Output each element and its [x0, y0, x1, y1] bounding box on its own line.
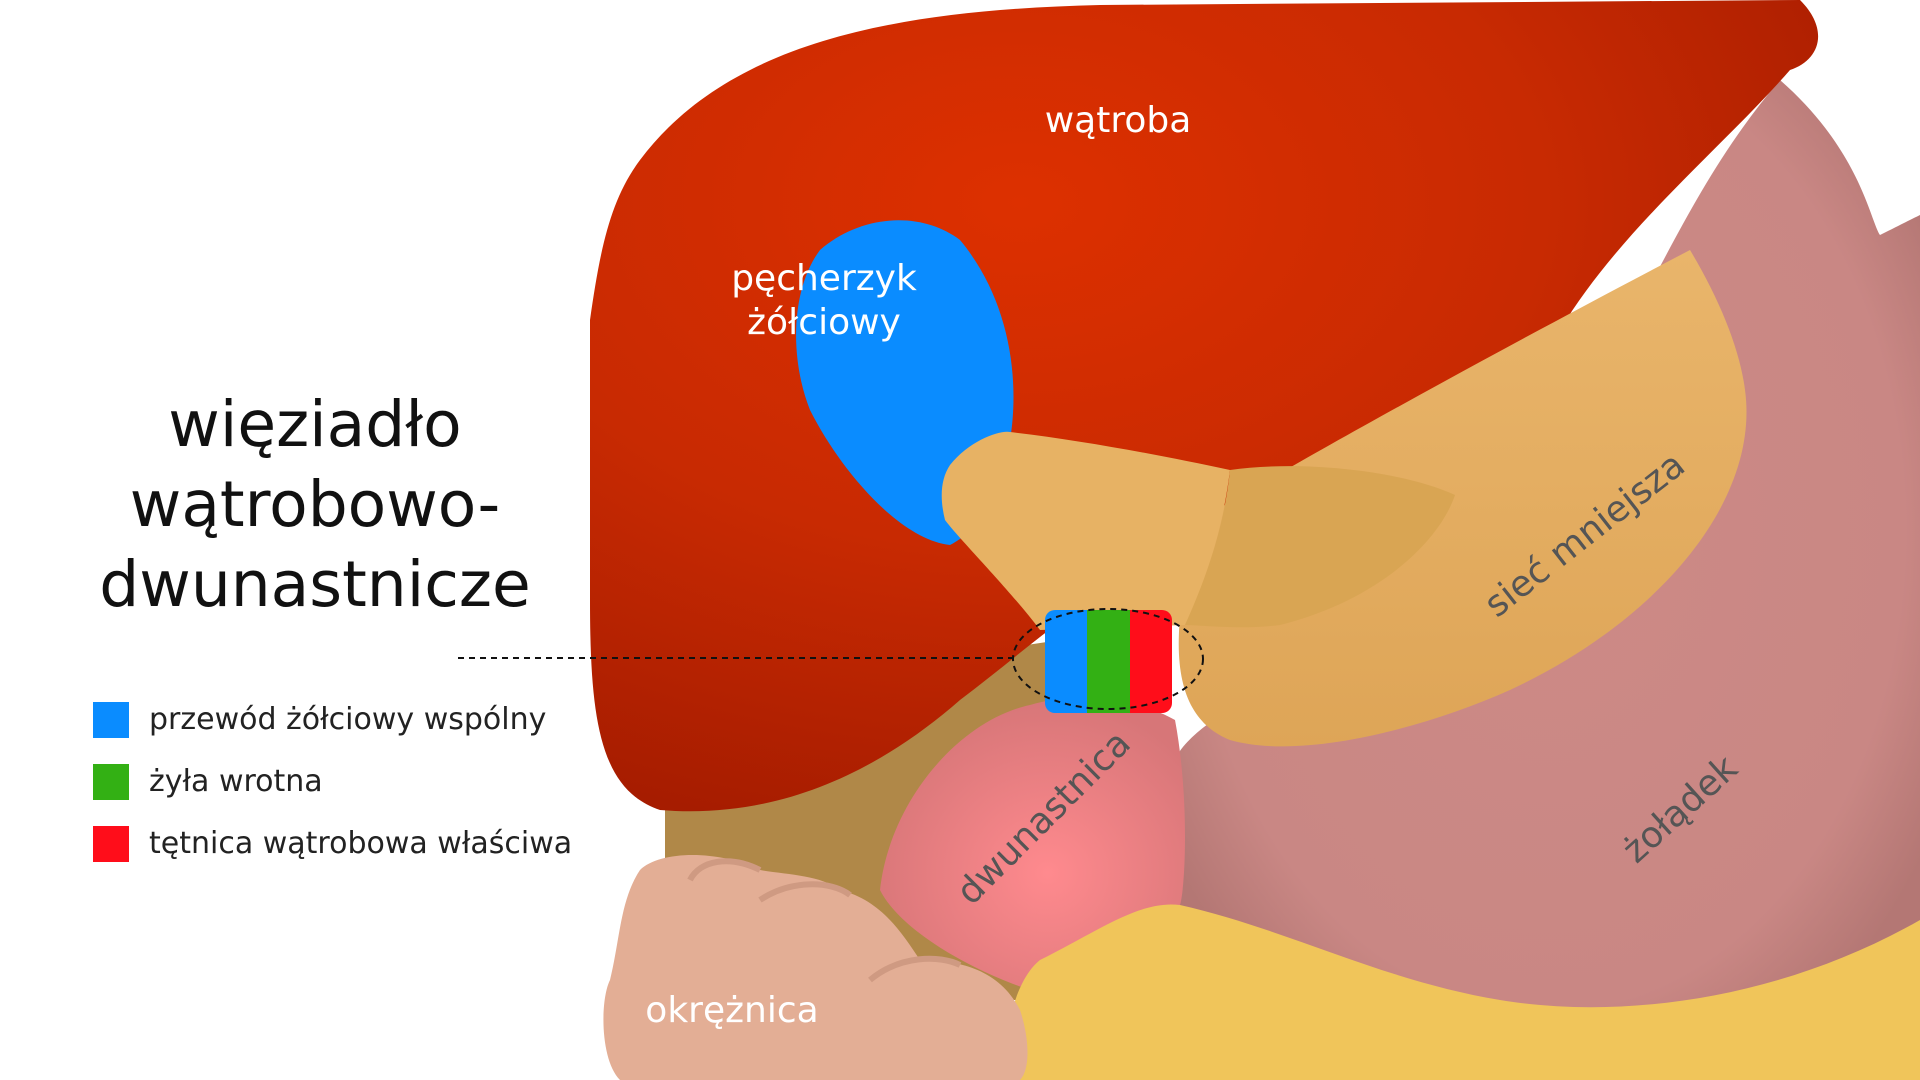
legend-label: żyła wrotna	[149, 764, 323, 799]
legend-swatch-blue	[93, 702, 129, 738]
colon-fold-3	[868, 955, 962, 983]
label-colon: okrężnica	[645, 990, 818, 1031]
lesser-omentum	[1178, 250, 1747, 747]
label-gallbladder-line1: pęcherzyk	[731, 258, 917, 299]
fat-tissue	[1000, 904, 1920, 1080]
colon	[603, 855, 1028, 1080]
bile-duct-vessel	[1045, 610, 1087, 713]
colon-fold-1	[687, 858, 762, 882]
legend-swatch-green	[93, 764, 129, 800]
title-line-2: wątrobowo-	[129, 468, 501, 541]
ligament-left	[941, 431, 1230, 630]
legend-label: tętnica wątrobowa właściwa	[149, 826, 573, 861]
legend-swatch-red	[93, 826, 129, 862]
liver	[590, 0, 1819, 812]
colon-fold-2	[758, 881, 852, 903]
duodenum	[880, 697, 1185, 990]
portal-vein-vessel	[1087, 610, 1130, 713]
label-gallbladder-line2: żółciowy	[747, 302, 901, 343]
ligament-right	[1185, 466, 1455, 628]
legend-item-portal-vein: żyła wrotna	[93, 762, 693, 802]
title-line-1: więziadło	[168, 388, 462, 461]
hepatic-artery-vessel	[1130, 610, 1172, 713]
vessel-bundle	[1045, 610, 1172, 713]
title-line-3: dwunastnicze	[99, 548, 531, 621]
label-liver: wątroba	[1045, 100, 1192, 141]
legend-label: przewód żółciowy wspólny	[149, 702, 547, 737]
legend-item-hepatic-artery: tętnica wątrobowa właściwa	[93, 824, 693, 864]
legend-item-bile-duct: przewód żółciowy wspólny	[93, 700, 693, 740]
diagram-title: więziadło wątrobowo- dwunastnicze	[60, 385, 570, 625]
